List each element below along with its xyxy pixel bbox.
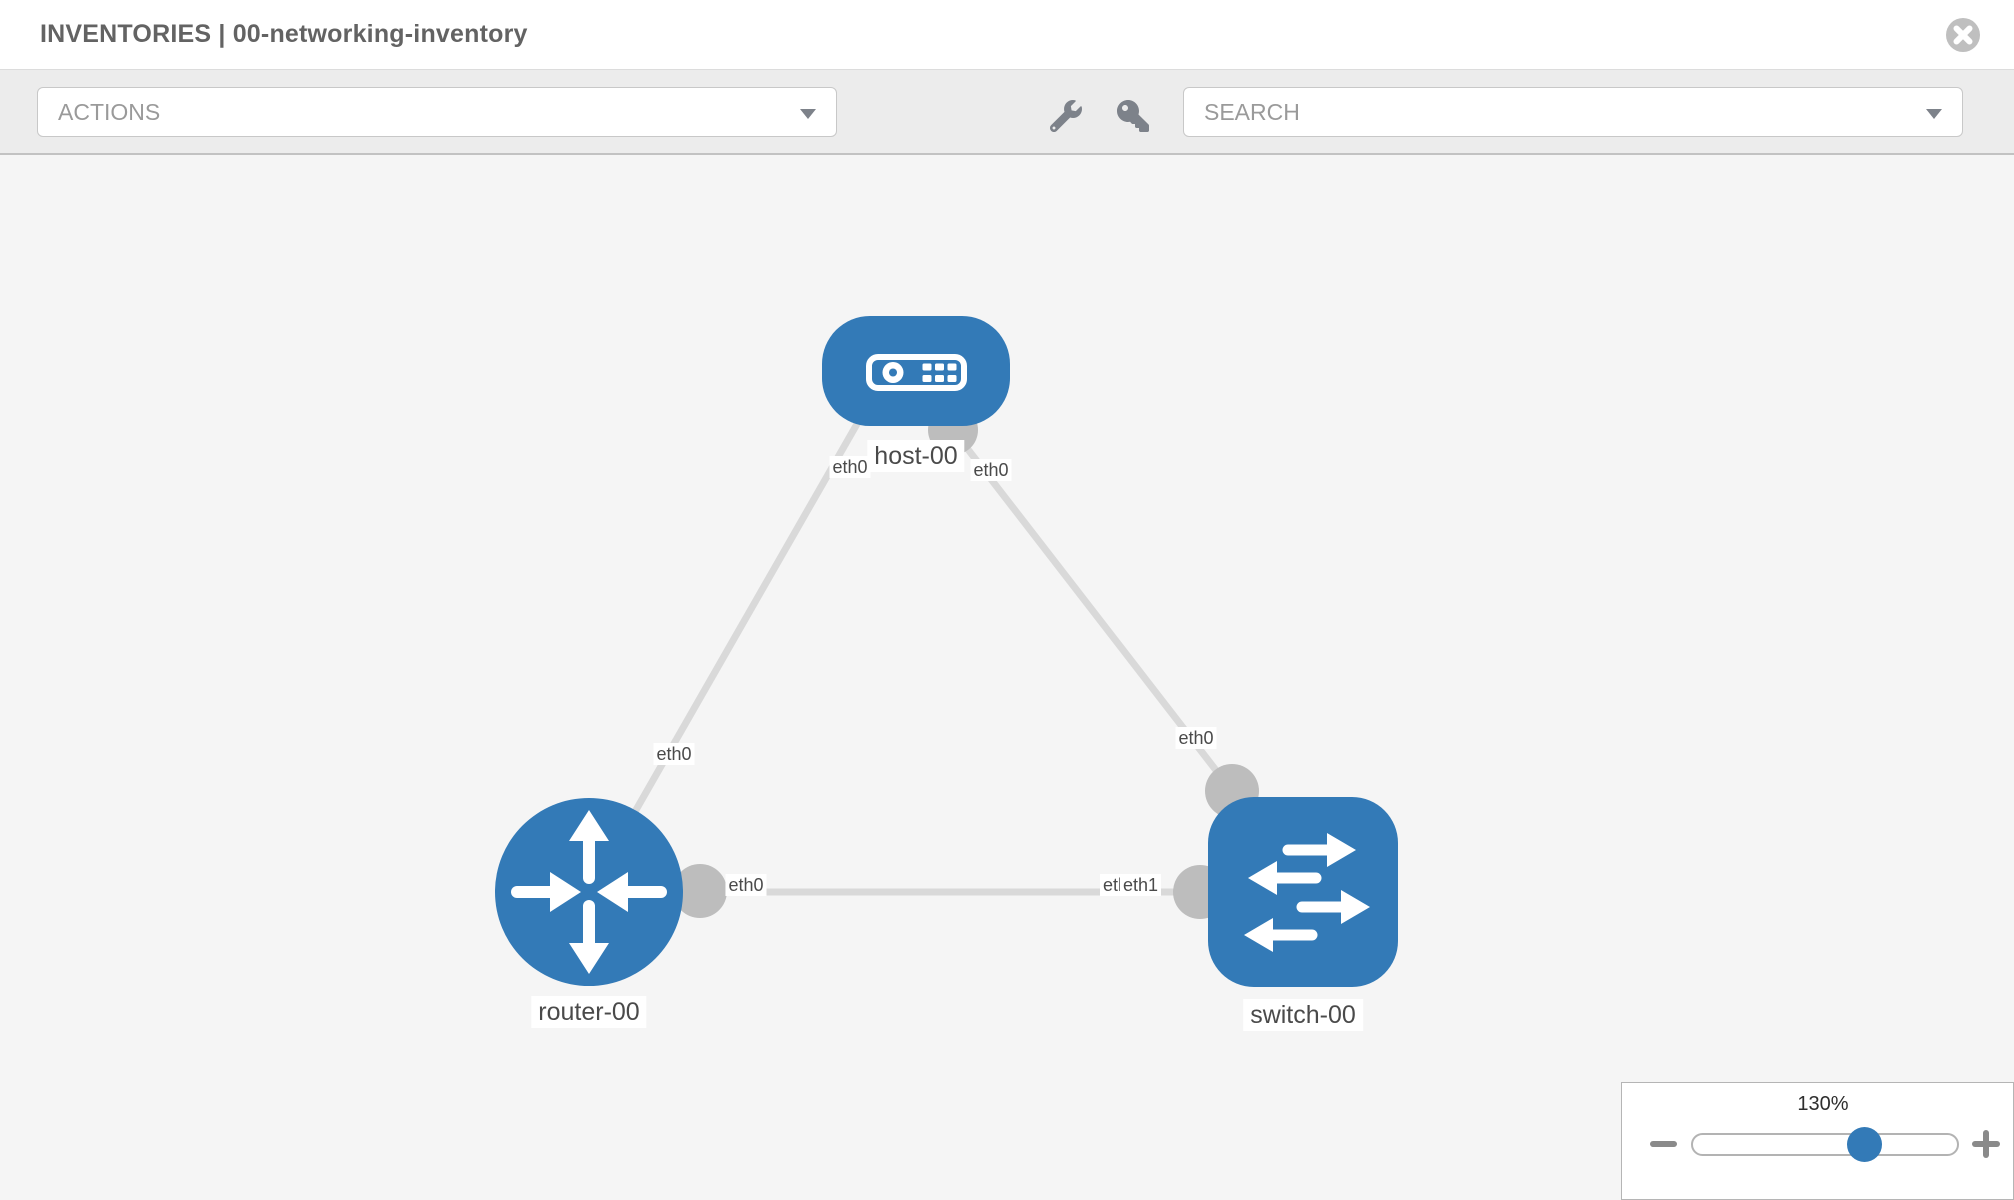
port-label: eth0 (653, 743, 695, 765)
chevron-down-icon (1926, 109, 1942, 119)
actions-label: ACTIONS (58, 99, 161, 125)
zoom-in-button[interactable] (1972, 1130, 2000, 1158)
node-label-router: router-00 (531, 996, 647, 1028)
search-label: SEARCH (1204, 99, 1300, 125)
port-label: eth0 (1175, 727, 1217, 749)
zoom-out-button[interactable] (1650, 1141, 1677, 1147)
port-label: eth1 (1120, 874, 1162, 896)
page-title: INVENTORIES | 00-networking-inventory (40, 20, 528, 48)
wrench-icon[interactable] (1049, 100, 1082, 133)
node-host-00[interactable] (822, 316, 1010, 426)
switch-icon (1244, 833, 1370, 952)
port-label-overlap: eth1 eth1 (1100, 874, 1170, 896)
port-label: eth0 (970, 459, 1012, 481)
topology-canvas[interactable]: host-00 router-00 switch-00 eth0 eth0 et… (0, 155, 2014, 1200)
port-label: eth0 (725, 874, 767, 896)
close-icon[interactable] (1946, 18, 1980, 52)
zoom-panel: 130% (1621, 1082, 2014, 1200)
node-router-00[interactable] (495, 798, 683, 986)
zoom-slider-thumb[interactable] (1847, 1127, 1882, 1162)
zoom-slider-track[interactable] (1691, 1133, 1959, 1156)
zoom-value: 130% (1797, 1093, 1849, 1115)
host-icon (866, 354, 967, 391)
toolbar: ACTIONS SEARCH (0, 69, 2014, 156)
port-label: eth0 (829, 456, 871, 478)
actions-dropdown[interactable]: ACTIONS (37, 87, 837, 137)
router-icon (511, 810, 667, 974)
key-icon[interactable] (1117, 100, 1149, 132)
header: INVENTORIES | 00-networking-inventory (0, 0, 2014, 69)
port-circle-router-eth0 (673, 864, 727, 918)
node-label-switch: switch-00 (1243, 999, 1363, 1031)
node-label-host: host-00 (867, 440, 965, 472)
node-switch-00[interactable] (1208, 797, 1398, 987)
search-dropdown[interactable]: SEARCH (1183, 87, 1963, 137)
chevron-down-icon (800, 109, 816, 119)
